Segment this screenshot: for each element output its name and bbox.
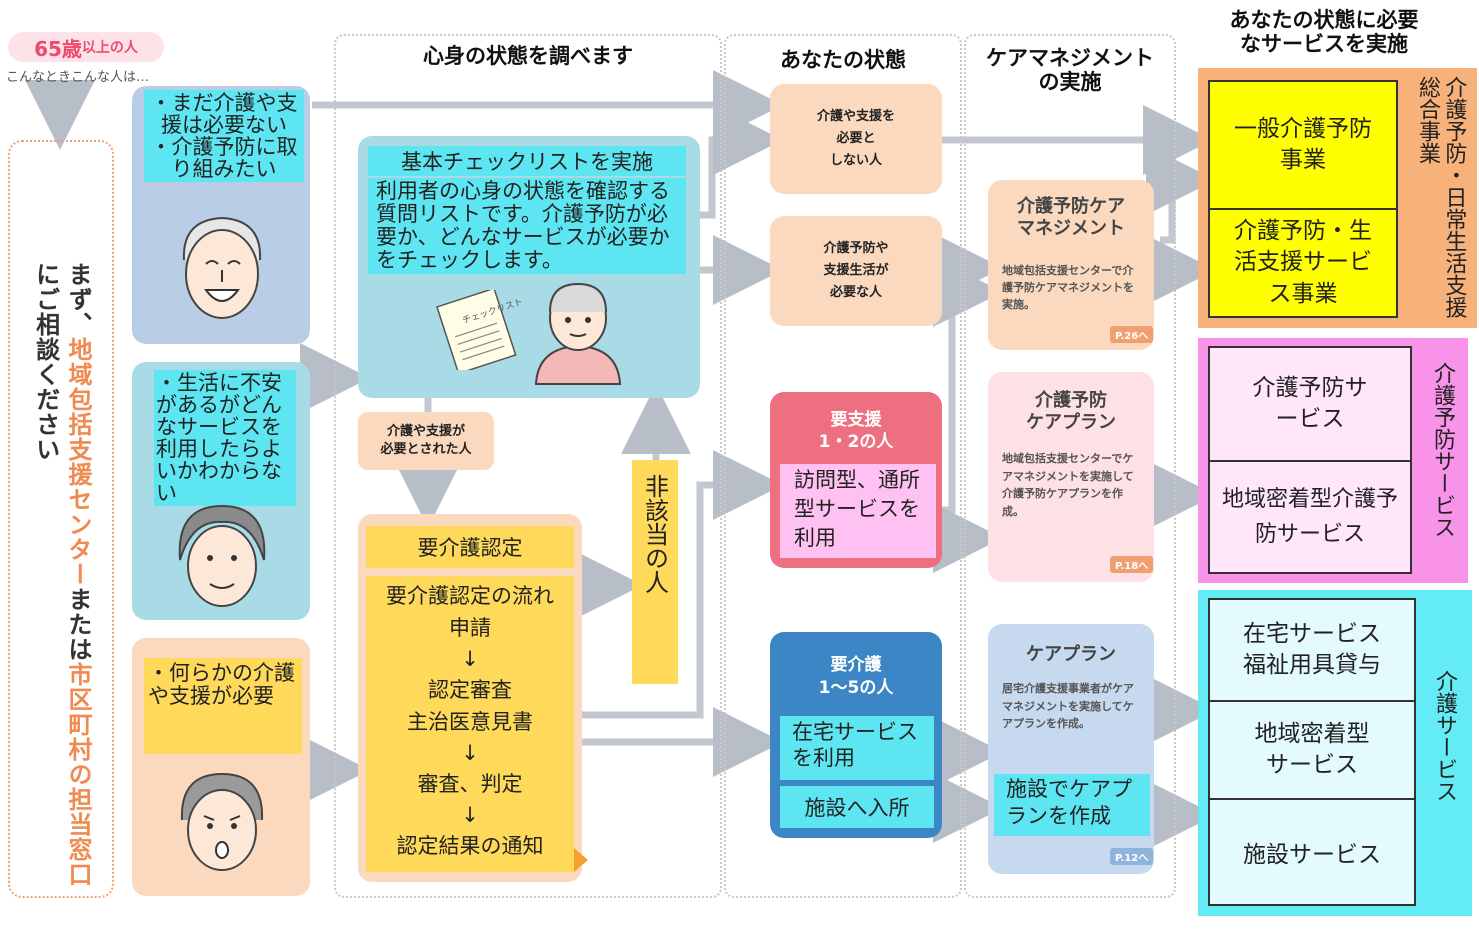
service-group-general-label: 介護予防・日常生活支援総合事業 bbox=[1415, 76, 1467, 318]
mgmt-careplan-title: ケアプラン bbox=[1026, 644, 1116, 665]
mgmt-prevention-care bbox=[988, 180, 1154, 350]
state-support-title: 要支援 1・2の人 bbox=[818, 409, 894, 452]
consult-center: 地域包括支援センター bbox=[64, 337, 92, 587]
cert-flow-doctor: 主治医意見書 bbox=[407, 710, 533, 734]
checklist-paper-icon: チェックリスト bbox=[436, 290, 524, 370]
elderly-woman-icon bbox=[178, 504, 266, 607]
state-prevention-need: 介護予防や 支援生活が 必要な人 bbox=[770, 216, 942, 326]
elderly-man-icon bbox=[182, 216, 262, 319]
certification-flow: 要介護認定の流れ 申請 ↓ 認定審査 主治医意見書 ↓ 審査、判定 ↓ 認定結果… bbox=[366, 576, 574, 872]
person-3-text: ・何らかの介護や支援が必要 bbox=[144, 658, 302, 754]
consult-part1: まず、 bbox=[64, 262, 92, 337]
certification-title: 要介護認定 bbox=[366, 526, 574, 568]
service-group-general-label-wrap: 介護予防・日常生活支援総合事業 bbox=[1404, 76, 1476, 322]
service-home-care: 在宅サービス 福祉用具貸与 bbox=[1208, 598, 1416, 702]
mgmt-m3-page-link[interactable]: P.12へ bbox=[1110, 848, 1154, 865]
column-state-frame bbox=[724, 34, 962, 898]
state-no-need: 介護や支援を 必要と しない人 bbox=[770, 84, 942, 194]
cert-flow-judge: 審査、判定 bbox=[417, 772, 523, 796]
mgmt-m1-page-link[interactable]: P.26へ bbox=[1110, 326, 1154, 343]
certification-corner-arrow bbox=[574, 848, 588, 872]
mgmt-m2-page-link[interactable]: P.18へ bbox=[1110, 556, 1154, 573]
service-group-care-label: 介護サービス bbox=[1432, 670, 1457, 802]
non-applicable-box: 非該当の人 bbox=[632, 460, 678, 684]
checklist-description: 利用者の心身の状態を確認する質問リストです。介護予防が必要か、どんなサービスが必… bbox=[368, 178, 686, 275]
service-prevention-service: 介護予防サービス bbox=[1208, 346, 1412, 462]
intro-subtitle: こんなときこんな人は… bbox=[6, 70, 150, 85]
consult-window: 市区町村の担当窓口 bbox=[64, 662, 92, 887]
arrow-check-noneed bbox=[700, 105, 783, 219]
column-check-header: 心身の状態を調べます bbox=[423, 44, 633, 68]
service-group-prevention-label: 介護予防サービス bbox=[1430, 362, 1455, 538]
mgmt-prevention-plan bbox=[988, 372, 1154, 582]
cert-flow-notice: 認定結果の通知 bbox=[396, 834, 544, 858]
mgmt-prevention-care-desc: 地域包括支援センターで介護予防ケアマネジメントを実施。 bbox=[1002, 264, 1134, 312]
age-badge: 65歳 以上の人 bbox=[8, 32, 164, 62]
state-care-home: 在宅サービスを利用 bbox=[780, 716, 934, 780]
worried-person-icon bbox=[180, 772, 264, 871]
consult-panel: まず、地域包括支援センターまたは市区町村の担当窓口 にご相談ください bbox=[8, 140, 114, 898]
service-community-care: 地域密着型 サービス bbox=[1208, 700, 1416, 800]
service-community-prevention: 地域密着型介護予防サービス bbox=[1208, 460, 1412, 574]
column-service-header: あなたの状態に必要 なサービスを実施 bbox=[1229, 8, 1419, 57]
mgmt-careplan-desc: 居宅介護支援事業者がケアマネジメントを実施してケアプランを作成。 bbox=[1002, 682, 1134, 731]
column-check-frame bbox=[334, 34, 722, 898]
consult-part3: または bbox=[64, 587, 92, 662]
service-facility: 施設サービス bbox=[1208, 798, 1416, 906]
service-life-support: 介護予防・生活支援サービス事業 bbox=[1208, 208, 1398, 318]
age-badge-number: 65歳 bbox=[34, 36, 82, 61]
need-support-label: 介護や支援が 必要とされた人 bbox=[358, 412, 494, 470]
arrow-cert-support bbox=[582, 450, 783, 719]
mgmt-facility-plan: 施設でケアプランを作成 bbox=[994, 774, 1150, 836]
cert-flow-arrow-1: ↓ bbox=[461, 647, 479, 671]
service-group-prevention-label-wrap: 介護予防サービス bbox=[1418, 362, 1466, 574]
mgmt-prevention-plan-title: 介護予防 ケアプラン bbox=[1026, 390, 1116, 433]
non-applicable-label: 非該当の人 bbox=[640, 474, 669, 594]
cert-flow-arrow-3: ↓ bbox=[461, 803, 479, 827]
state-care-facility: 施設へ入所 bbox=[780, 786, 934, 828]
mgmt-prevention-care-title: 介護予防ケア マネジメント bbox=[1017, 196, 1125, 239]
state-care-title: 要介護 1～5の人 bbox=[818, 655, 894, 698]
service-general-prevention: 一般介護予防事業 bbox=[1208, 80, 1398, 210]
consult-text: まず、地域包括支援センターまたは市区町村の担当窓口 にご相談ください bbox=[29, 262, 94, 896]
cert-flow-arrow-2: ↓ bbox=[461, 741, 479, 765]
service-group-care-label-wrap: 介護サービス bbox=[1420, 670, 1468, 850]
person-1-text: ・まだ介護や支援は必要ない ・介護予防に取り組みたい bbox=[144, 90, 304, 183]
column-state-header: あなたの状態 bbox=[780, 48, 906, 72]
cert-flow-title: 要介護認定の流れ bbox=[386, 584, 554, 608]
elderly-reader-icon bbox=[534, 282, 622, 385]
checklist-title: 基本チェックリストを実施 bbox=[368, 146, 686, 176]
column-mgmt-frame bbox=[964, 34, 1176, 898]
consult-part5: にご相談ください bbox=[31, 262, 60, 462]
column-mgmt-header: ケアマネジメント の実施 bbox=[986, 46, 1154, 95]
cert-flow-review: 認定審査 bbox=[428, 678, 512, 702]
mgmt-prevention-plan-desc: 地域包括支援センターでケアマネジメントを実施して介護予防ケアプランを作成。 bbox=[1002, 452, 1134, 518]
cert-flow-apply: 申請 bbox=[449, 616, 491, 640]
person-2-text: ・生活に不安があるがどんなサービスを利用したらよいかわからない bbox=[154, 370, 296, 507]
state-support-desc: 訪問型、通所型サービスを利用 bbox=[780, 464, 936, 558]
age-badge-rest: 以上の人 bbox=[81, 40, 138, 56]
